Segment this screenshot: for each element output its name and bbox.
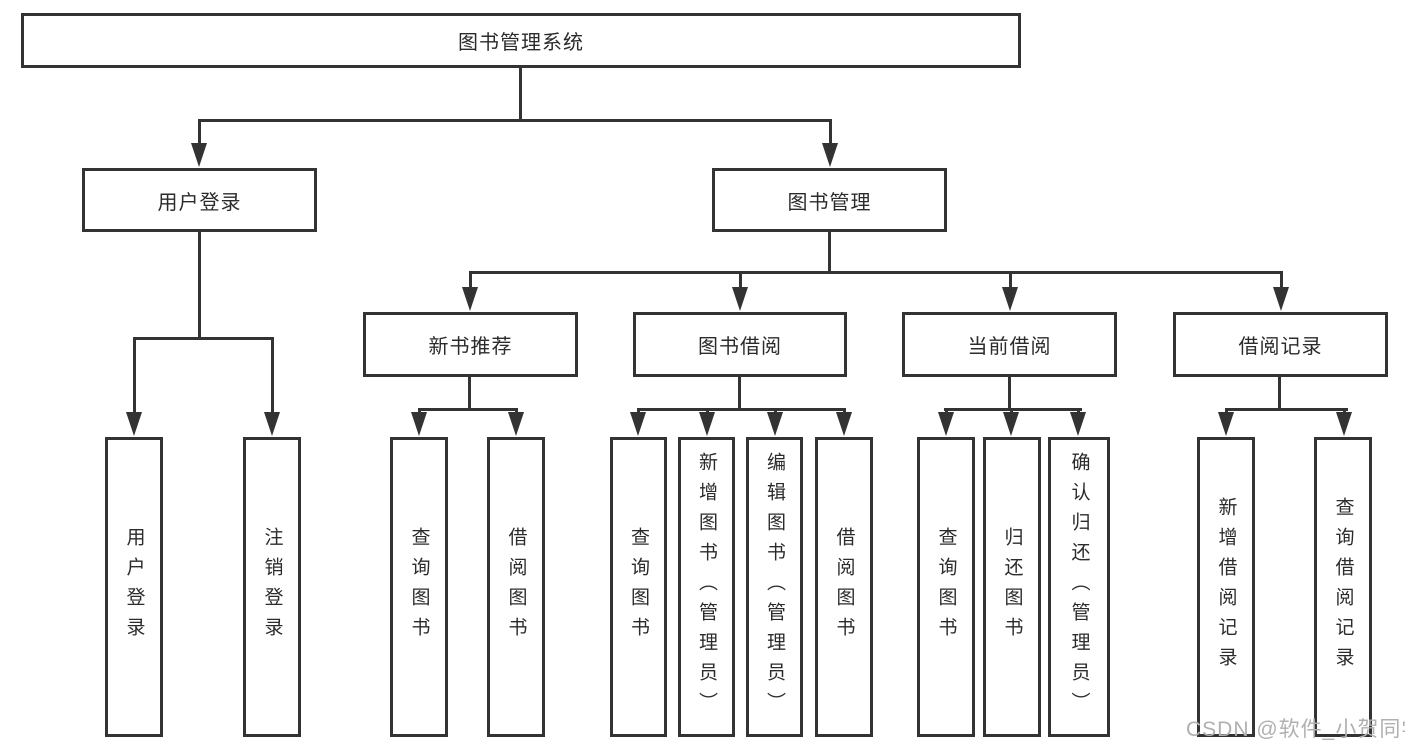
node-label: 用户登录 — [157, 191, 242, 214]
leaf-logout: 注销登录 — [243, 437, 301, 737]
leaf-label: 新增借阅记录 — [1215, 497, 1237, 677]
leaf-borrow-books-recommend: 借阅图书 — [487, 437, 545, 737]
leaf-label: 查询图书 — [408, 527, 430, 647]
arrow-stem — [1009, 271, 1012, 297]
connector-current-borrowing-stem — [1008, 377, 1011, 411]
connector-borrowing-records-stem — [1278, 377, 1281, 411]
connector-new-book-branch — [418, 408, 518, 411]
leaf-query-books-recommend: 查询图书 — [390, 437, 448, 737]
csdn-watermark: CSDN @软件_小贺同学 — [1186, 718, 1405, 741]
connector-book-management-stem — [828, 232, 831, 274]
node-label: 图书借阅 — [698, 336, 782, 358]
connector-borrowing-records-branch — [1225, 408, 1348, 411]
arrow-down-icon — [1003, 412, 1019, 436]
leaf-label: 借阅图书 — [505, 527, 527, 647]
arrow-down-icon — [508, 412, 524, 436]
leaf-label: 查询图书 — [935, 527, 957, 647]
leaf-add-books-admin: 新增图书（管理员） — [678, 437, 735, 737]
leaf-query-borrow-record: 查询借阅记录 — [1314, 437, 1372, 737]
connector-user-login-branch — [133, 337, 274, 340]
node-current-borrowing: 当前借阅 — [902, 312, 1117, 377]
arrow-down-icon — [699, 412, 715, 436]
leaf-label: 注销登录 — [261, 527, 283, 647]
arrow-down-icon — [938, 412, 954, 436]
connector-new-book-stem — [468, 377, 471, 411]
leaf-label: 借阅图书 — [833, 527, 855, 647]
node-label: 图书管理 — [787, 191, 872, 214]
connector-book-management-branch — [469, 271, 1283, 274]
connector-current-borrowing-branch — [944, 408, 1082, 411]
arrow-down-icon — [462, 287, 478, 311]
connector-book-borrowing-stem — [738, 377, 741, 411]
leaf-confirm-return-admin: 确认归还（管理员） — [1048, 437, 1110, 737]
connector-book-borrowing-branch — [637, 408, 846, 411]
connector-root-stem — [519, 68, 522, 122]
arrow-down-icon — [1273, 287, 1289, 311]
arrow-down-icon — [1336, 412, 1352, 436]
arrow-down-icon — [1070, 412, 1086, 436]
leaf-label: 新增图书（管理员） — [696, 452, 717, 722]
node-label: 图书管理系统 — [458, 32, 584, 54]
node-label: 当前借阅 — [967, 336, 1052, 358]
connector-root-branch — [198, 119, 832, 122]
leaf-label: 查询图书 — [628, 527, 649, 647]
leaf-label: 归还图书 — [1001, 527, 1023, 647]
leaf-label: 编辑图书（管理员） — [764, 452, 785, 722]
arrow-stem — [739, 271, 742, 297]
node-borrowing-records: 借阅记录 — [1173, 312, 1388, 377]
node-user-login: 用户登录 — [82, 168, 317, 232]
arrow-stem — [829, 119, 832, 153]
leaf-return-books: 归还图书 — [983, 437, 1041, 737]
leaf-edit-books-admin: 编辑图书（管理员） — [746, 437, 803, 737]
node-label: 借阅记录 — [1238, 336, 1323, 358]
arrow-down-icon — [191, 143, 207, 167]
arrow-down-icon — [1218, 412, 1234, 436]
leaf-query-books-current: 查询图书 — [917, 437, 975, 737]
leaf-query-books-borrowing: 查询图书 — [610, 437, 667, 737]
leaf-add-borrow-record: 新增借阅记录 — [1197, 437, 1255, 737]
arrow-stem — [133, 337, 136, 422]
arrow-down-icon — [1002, 287, 1018, 311]
node-root-library-system: 图书管理系统 — [21, 13, 1021, 68]
arrow-down-icon — [836, 412, 852, 436]
arrow-down-icon — [822, 143, 838, 167]
arrow-down-icon — [126, 412, 142, 436]
arrow-down-icon — [630, 412, 646, 436]
node-new-book-recommendation: 新书推荐 — [363, 312, 578, 377]
arrow-down-icon — [732, 287, 748, 311]
leaf-label: 确认归还（管理员） — [1068, 452, 1090, 722]
node-book-borrowing: 图书借阅 — [633, 312, 847, 377]
leaf-label: 用户登录 — [123, 527, 145, 647]
arrow-stem — [271, 337, 274, 422]
node-book-management: 图书管理 — [712, 168, 947, 232]
arrow-stem — [1280, 271, 1283, 297]
arrow-down-icon — [264, 412, 280, 436]
arrow-stem — [198, 119, 201, 153]
connector-user-login-stem — [198, 232, 201, 340]
leaf-borrow-books: 借阅图书 — [815, 437, 873, 737]
arrow-down-icon — [767, 412, 783, 436]
arrow-stem — [469, 271, 472, 297]
leaf-user-login: 用户登录 — [105, 437, 163, 737]
leaf-label: 查询借阅记录 — [1332, 497, 1354, 677]
arrow-down-icon — [411, 412, 427, 436]
node-label: 新书推荐 — [428, 336, 513, 358]
